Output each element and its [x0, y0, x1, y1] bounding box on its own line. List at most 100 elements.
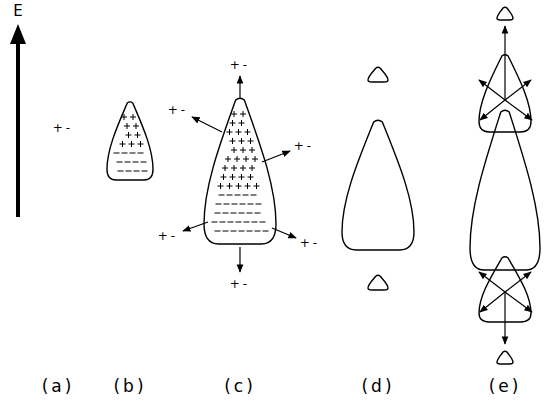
drift-arrow [505, 100, 532, 120]
positive-charge [245, 183, 251, 189]
positive-charge [240, 165, 246, 171]
secondary-avalanche [368, 275, 388, 290]
streamer-body [342, 120, 414, 250]
positive-charge [230, 174, 236, 180]
positive-charge [245, 129, 251, 135]
negative-charge [223, 231, 229, 232]
negative-charge [220, 222, 226, 223]
field-arrow-shaft [16, 40, 20, 217]
negative-charge [122, 153, 128, 154]
ion-pair: +- [230, 59, 250, 71]
ion-pair: +- [300, 237, 320, 249]
secondary-avalanche [497, 7, 513, 20]
positive-charge [248, 174, 254, 180]
negative-charge [114, 153, 120, 154]
drift-arrow [505, 272, 531, 292]
positive-charge [121, 114, 127, 120]
negative-charge [255, 213, 261, 214]
ion-pair: +- [294, 140, 314, 152]
drift-arrow [262, 151, 290, 162]
negative-charge [125, 162, 131, 163]
negative-charge [228, 222, 234, 223]
positive-charge [225, 156, 231, 162]
secondary-avalanche [368, 67, 388, 82]
panel-label: (b) [113, 378, 146, 395]
negative-charge [256, 204, 262, 205]
negative-charge [235, 195, 241, 196]
positive-charge [129, 141, 135, 147]
drift-arrow [504, 26, 505, 100]
negative-charge [231, 213, 237, 214]
negative-charge [117, 162, 123, 163]
drift-arrow [239, 76, 240, 98]
positive-charge [236, 129, 242, 135]
field-label: E [13, 4, 22, 19]
drift-arrow [505, 80, 531, 100]
panel-label: (e) [489, 378, 522, 395]
negative-charge [227, 195, 233, 196]
negative-charge [247, 231, 253, 232]
streamer-body [470, 110, 540, 270]
positive-charge [138, 141, 144, 147]
drift-arrow [480, 292, 505, 312]
positive-charge [126, 132, 132, 138]
positive-charge [133, 123, 139, 129]
avalanche-head [107, 102, 153, 180]
negative-charge [216, 204, 222, 205]
negative-charge [219, 195, 225, 196]
positive-charge [234, 156, 240, 162]
negative-charge [255, 231, 261, 232]
positive-charge [249, 147, 255, 153]
negative-charge [141, 162, 147, 163]
avalanche-head [204, 98, 276, 244]
negative-charge [134, 171, 140, 172]
negative-charge [126, 171, 132, 172]
positive-charge [124, 123, 130, 129]
positive-charge [221, 174, 227, 180]
negative-charge [244, 222, 250, 223]
positive-charge [135, 132, 141, 138]
positive-charge [231, 165, 237, 171]
negative-charge [133, 162, 139, 163]
positive-charge [218, 183, 224, 189]
negative-charge [232, 204, 238, 205]
negative-charge [236, 222, 242, 223]
negative-charge [243, 195, 249, 196]
panel-label: (c) [224, 378, 256, 395]
negative-charge [239, 213, 245, 214]
ion-pair: +- [53, 122, 73, 134]
negative-charge [239, 231, 245, 232]
negative-charge [240, 204, 246, 205]
negative-charge [130, 153, 136, 154]
positive-charge [230, 138, 236, 144]
negative-charge [212, 222, 218, 223]
negative-charge [215, 231, 221, 232]
positive-charge [227, 183, 233, 189]
panel-label: (d) [361, 378, 394, 395]
negative-charge [231, 231, 237, 232]
drift-arrow [505, 292, 532, 312]
drift-arrow [479, 80, 505, 100]
positive-charge [120, 141, 126, 147]
negative-charge [138, 153, 144, 154]
drift-arrow [504, 292, 505, 344]
positive-charge [222, 165, 228, 171]
positive-charge [240, 111, 246, 117]
positive-charge [239, 120, 245, 126]
negative-charge [142, 171, 148, 172]
positive-charge [231, 147, 237, 153]
drift-arrow [480, 100, 505, 120]
drift-arrow [272, 228, 296, 238]
negative-charge [251, 195, 257, 196]
positive-charge [230, 120, 236, 126]
negative-charge [260, 222, 266, 223]
negative-charge [224, 204, 230, 205]
panel-label: (a) [42, 378, 75, 395]
positive-charge [231, 111, 237, 117]
positive-charge [130, 114, 136, 120]
field-arrow-head [10, 24, 26, 44]
positive-charge [248, 138, 254, 144]
positive-charge [243, 156, 249, 162]
